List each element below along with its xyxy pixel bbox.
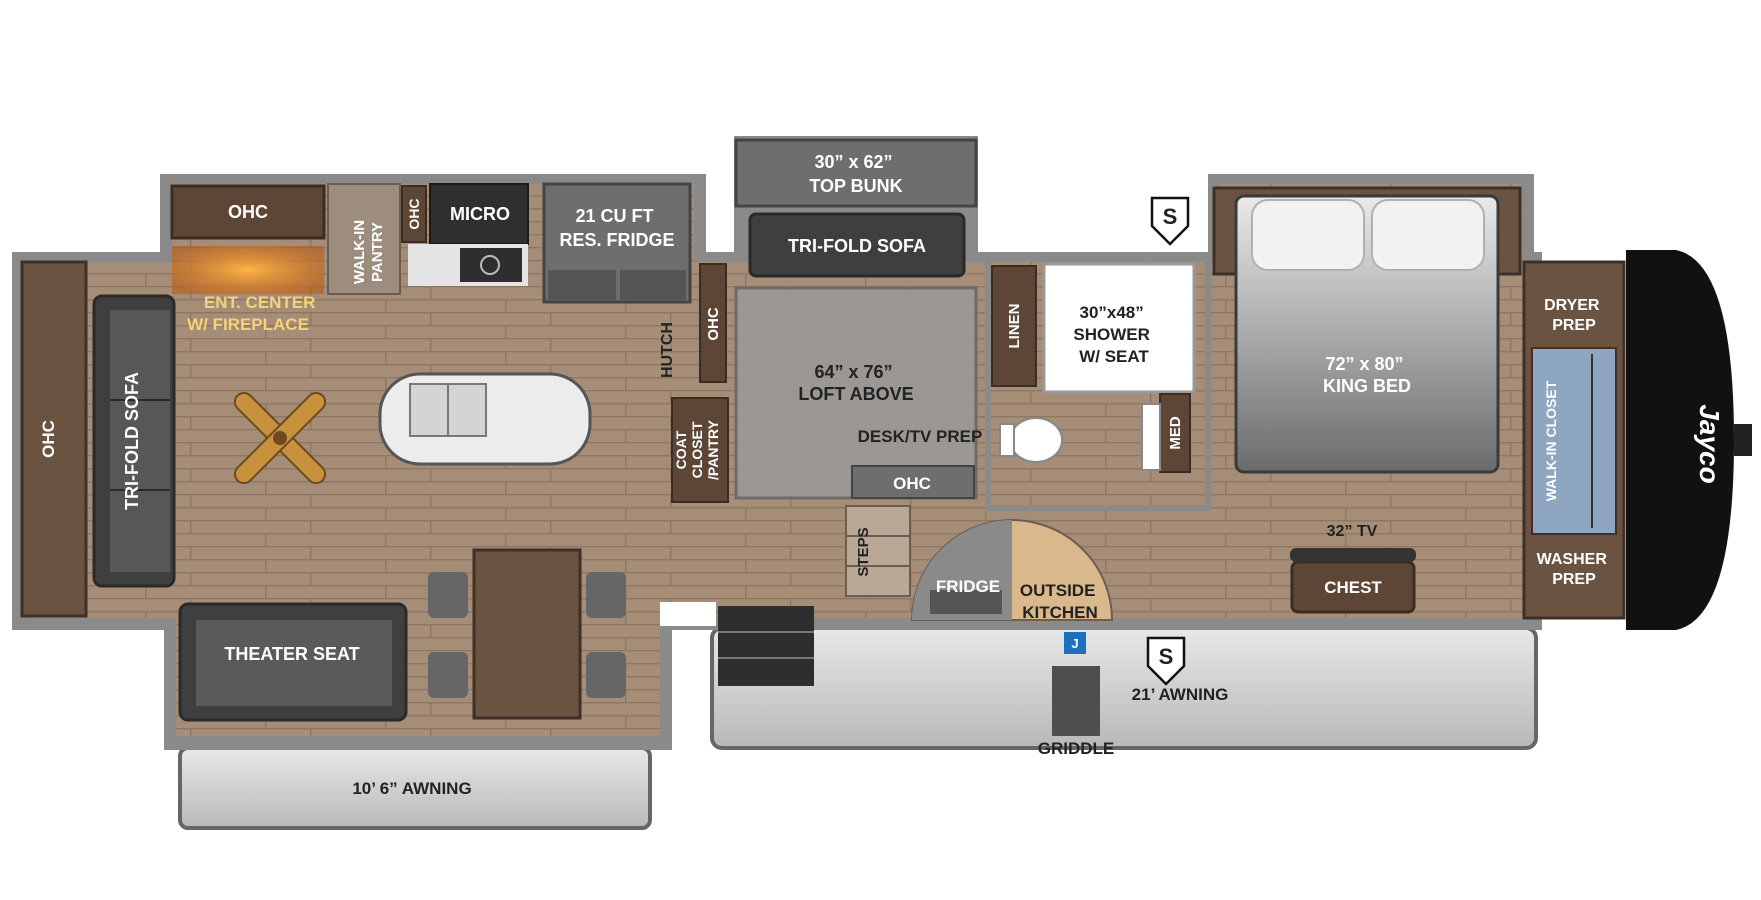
ohc-small-label: OHC: [406, 198, 422, 229]
awning-21: [710, 626, 1538, 750]
awning-10-label: 10’ 6” AWNING: [352, 779, 471, 798]
svg-text:30” x 62” TOP BUNK: 30” x 62” TOP BUNK: [809, 152, 902, 196]
micro-label: MICRO: [450, 204, 510, 224]
slide-marker-top: [1150, 196, 1190, 246]
loft-above: [734, 286, 978, 500]
tri-fold-sofa-left-label: TRI-FOLD SOFA: [122, 372, 142, 510]
svg-text:72” x 80” KING BED: 72” x 80” KING BED: [1323, 354, 1411, 396]
coat-closet: [671, 397, 729, 503]
tv-label: 32” TV: [1327, 523, 1378, 540]
svg-text:PANTRY: PANTRY: [369, 222, 386, 282]
front-cap: [1626, 250, 1734, 630]
med-cabinet: [1159, 393, 1191, 473]
stove: [460, 248, 522, 282]
ohc-mid-label: OHC: [705, 307, 722, 341]
linen-label: LINEN: [1006, 304, 1023, 349]
burner-icon: [480, 255, 500, 275]
griddle: [1052, 666, 1100, 736]
chair: [586, 652, 626, 698]
slide-marker-bottom: [1146, 636, 1186, 686]
svg-text:CLOSET: CLOSET: [689, 421, 705, 478]
tri-fold-sofa-top: [748, 212, 966, 278]
tri-fold-sofa-top-label: TRI-FOLD SOFA: [788, 236, 926, 256]
svg-text:ENT. CENTER W/ FIREPLACE: ENT. CENTER W/ FIREPLACE: [187, 293, 320, 334]
hutch-label: HUTCH: [659, 322, 676, 378]
bath-wall: [985, 255, 1211, 511]
ohc-top: [170, 184, 326, 240]
brand-logo: Jayco: [1694, 404, 1725, 483]
med-label: MED: [1167, 416, 1184, 450]
ohc-mid: [699, 263, 727, 383]
slide-marker-bottom-label: S: [1159, 644, 1174, 669]
svg-text:21 CU FT RES. FRIDGE: 21 CU FT RES. FRIDGE: [559, 206, 674, 250]
vanity: [1141, 403, 1161, 471]
shower: [1042, 262, 1196, 394]
chair: [428, 572, 468, 618]
walk-in-closet-label: WALK-IN CLOSET: [1543, 380, 1559, 501]
ohc-left: [20, 260, 88, 618]
awning-21-label: 21’ AWNING: [1132, 685, 1229, 704]
walk-in-pantry: [327, 183, 401, 295]
ent-center: [172, 246, 324, 294]
chest-label: CHEST: [1324, 578, 1382, 597]
desk-tv-label: DESK/TV PREP: [858, 427, 983, 446]
svg-text:OUTSIDE KITCHEN: OUTSIDE KITCHEN: [1020, 581, 1100, 622]
svg-text:30”x48” SHOWER W/ SEAT: 30”x48” SHOWER W/ SEAT: [1073, 303, 1154, 366]
steps-label: STEPS: [855, 527, 872, 576]
micro: [429, 183, 529, 245]
ohc-desk-label: OHC: [893, 474, 931, 493]
ohc-top-label: OHC: [228, 202, 268, 222]
ceiling-fan-icon: [233, 391, 327, 485]
ohc-left-label: OHC: [39, 420, 58, 458]
walk-in-closet: [1531, 347, 1617, 535]
svg-text:64” x 76” LOFT ABOVE: 64” x 76” LOFT ABOVE: [798, 362, 913, 404]
toilet-icon: [1009, 417, 1063, 463]
chair: [586, 572, 626, 618]
pillow-left: [1251, 199, 1365, 271]
theater-seat-label: THEATER SEAT: [224, 644, 359, 664]
ohc-small: [401, 185, 427, 243]
dining-table: [472, 548, 582, 720]
ohc-desk: [851, 465, 975, 499]
j-marker: [1064, 632, 1086, 654]
svg-text:COAT: COAT: [673, 430, 689, 469]
outside-fridge: [930, 590, 1002, 614]
griddle-label: GRIDDLE: [1038, 739, 1115, 758]
linen: [991, 265, 1037, 387]
chair: [428, 652, 468, 698]
steps: [845, 505, 911, 597]
svg-text:WASHER PREP: WASHER PREP: [1537, 551, 1612, 588]
j-marker-label: J: [1071, 636, 1078, 651]
entry-steps: [718, 606, 814, 686]
svg-text:/PANTRY: /PANTRY: [705, 419, 721, 480]
fridge-out-label: FRIDGE: [936, 577, 1000, 596]
svg-text:DRYER PREP: DRYER PREP: [1544, 297, 1604, 334]
pillow-right: [1371, 199, 1485, 271]
top-bunk: [734, 138, 978, 208]
svg-text:WALK-IN: WALK-IN: [351, 220, 368, 284]
slide-marker-top-label: S: [1163, 204, 1178, 229]
